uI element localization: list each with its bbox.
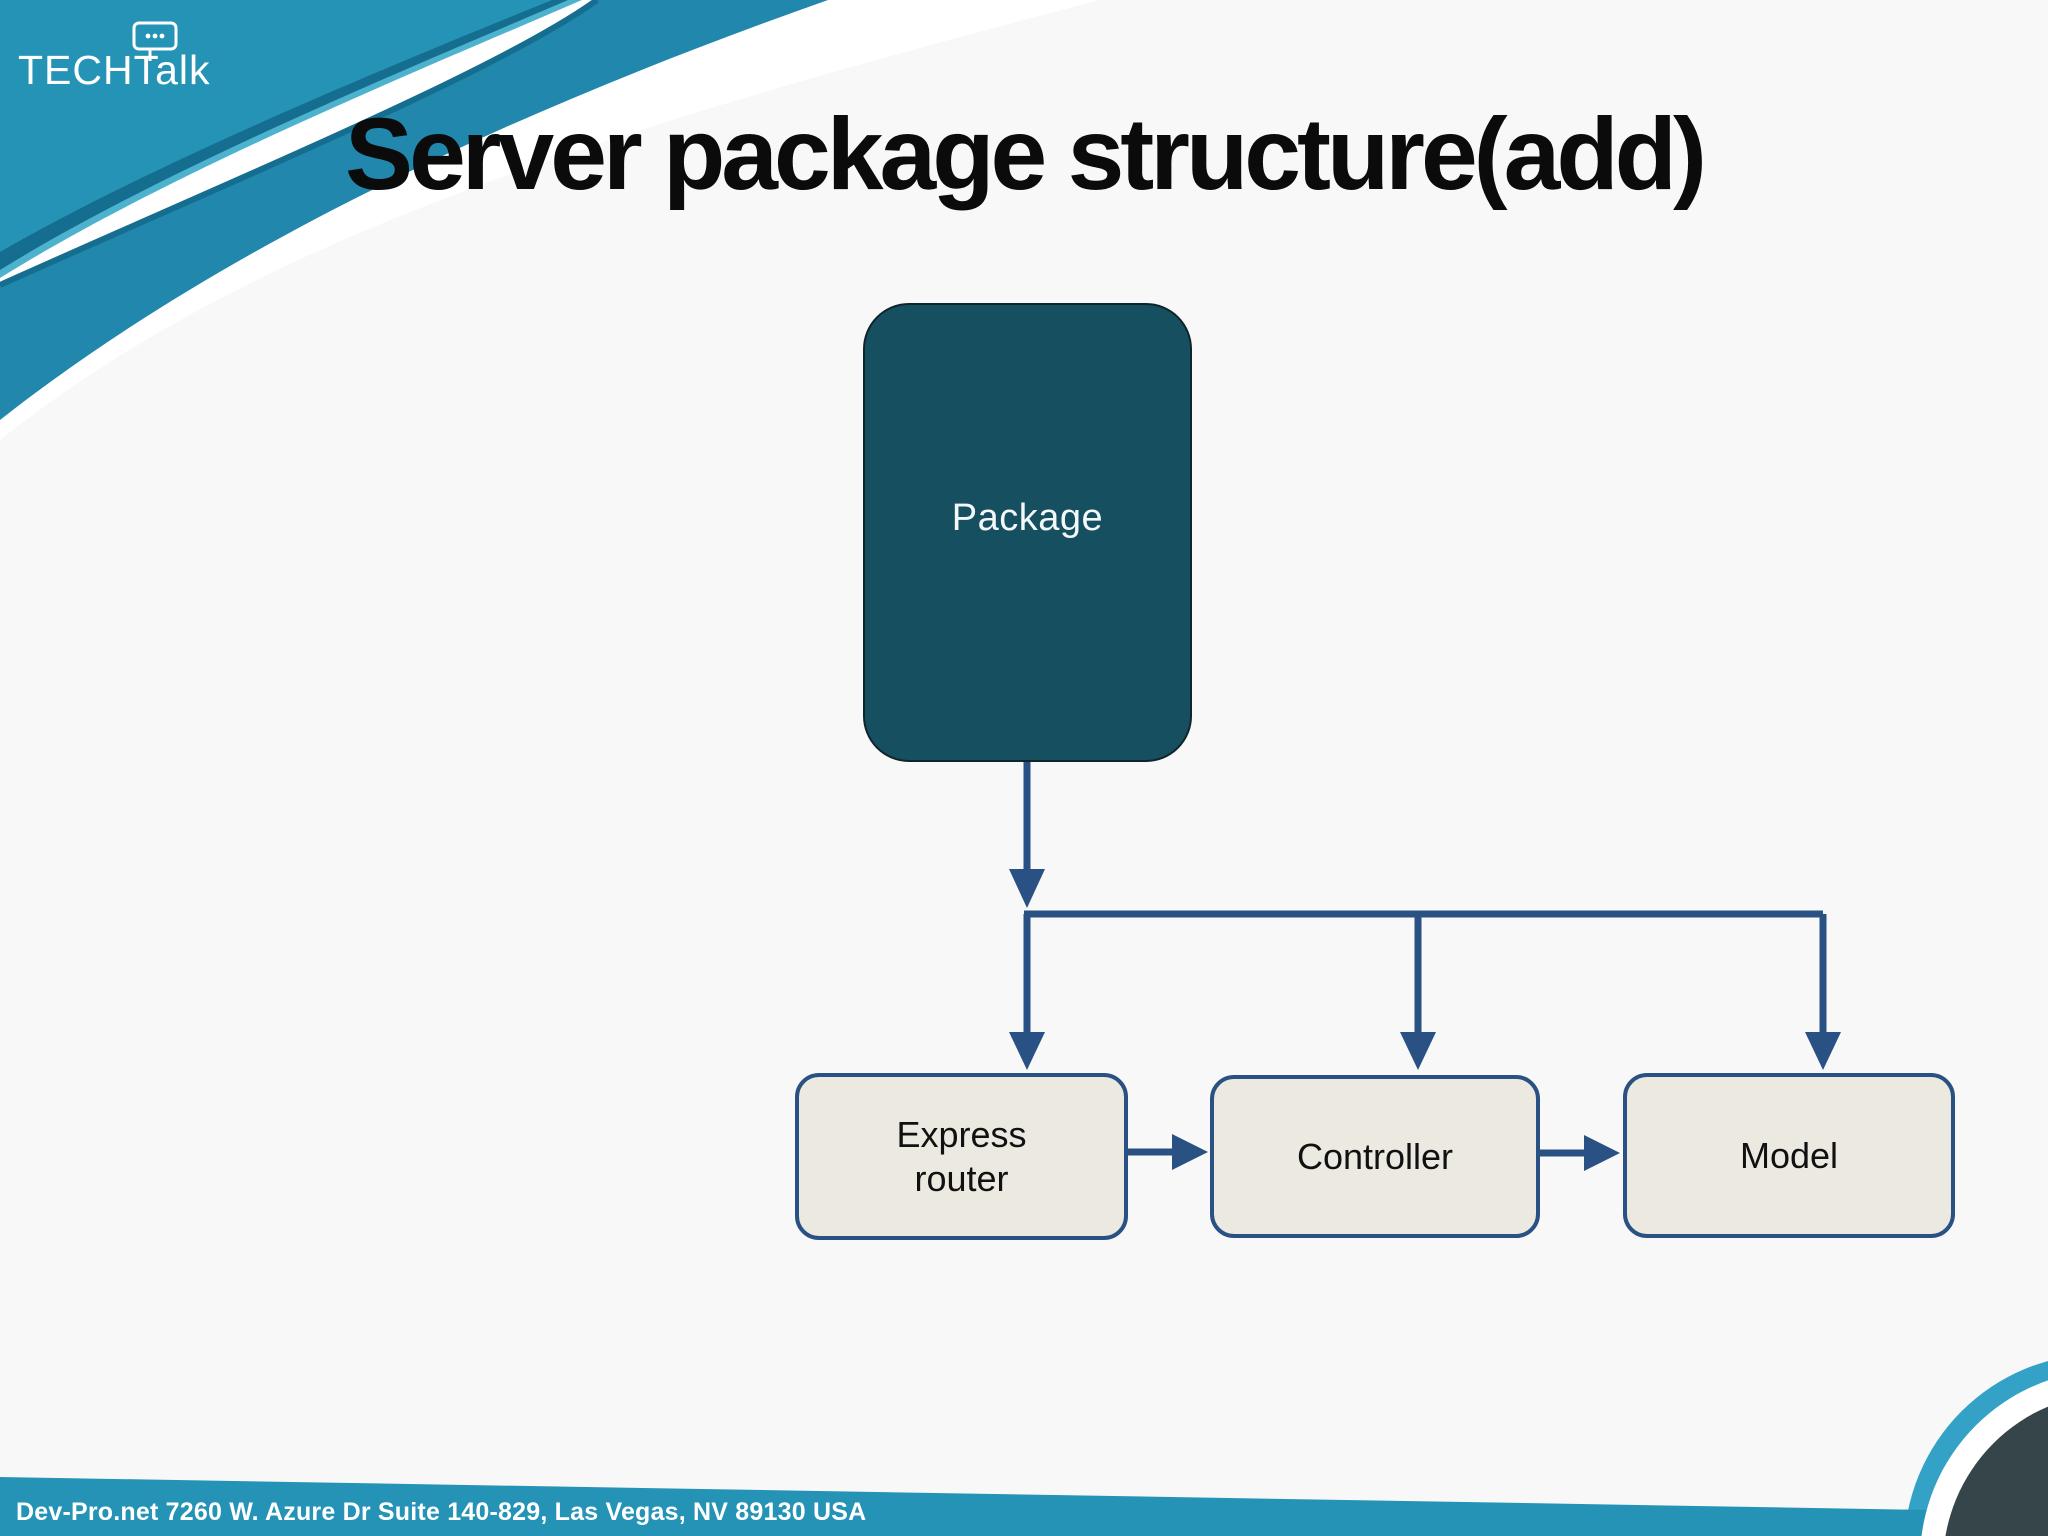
logo-wordmark: TECHTalk [18, 47, 211, 93]
model-node: Model [1623, 1073, 1955, 1238]
arrowhead-express-controller [1172, 1134, 1208, 1170]
express-router-label-line2: router [914, 1157, 1009, 1199]
swoosh-crescent-dark-edge [0, 0, 599, 288]
model-label: Model [1739, 1134, 1839, 1176]
arrowhead-junction [1009, 869, 1045, 908]
arrowhead-controller-model [1584, 1135, 1620, 1171]
controller-label: Controller [1296, 1135, 1454, 1177]
corner-main-teal [0, 0, 552, 252]
express-router-node: Express router [795, 1073, 1128, 1240]
footer-band [0, 1477, 2048, 1536]
express-router-label-line1: Express [896, 1113, 1027, 1155]
arrowhead-controller [1400, 1032, 1436, 1070]
controller-node: Controller [1210, 1075, 1540, 1238]
speech-bubble-icon [132, 21, 178, 61]
footer-address: Dev-Pro.net 7260 W. Azure Dr Suite 140-8… [16, 1498, 867, 1526]
diagram-arrows [1009, 758, 1841, 1171]
package-node-label: Package [951, 497, 1104, 539]
corner-circle-dark [1945, 1406, 2048, 1536]
package-node: Package [863, 303, 1192, 762]
techtalk-logo: TECHTalk [18, 21, 211, 93]
express-router-label: Express router [896, 1113, 1026, 1201]
arrowhead-express [1009, 1032, 1045, 1070]
page-title: Server package structure(add) [345, 97, 1707, 211]
arrowhead-model [1805, 1032, 1841, 1070]
